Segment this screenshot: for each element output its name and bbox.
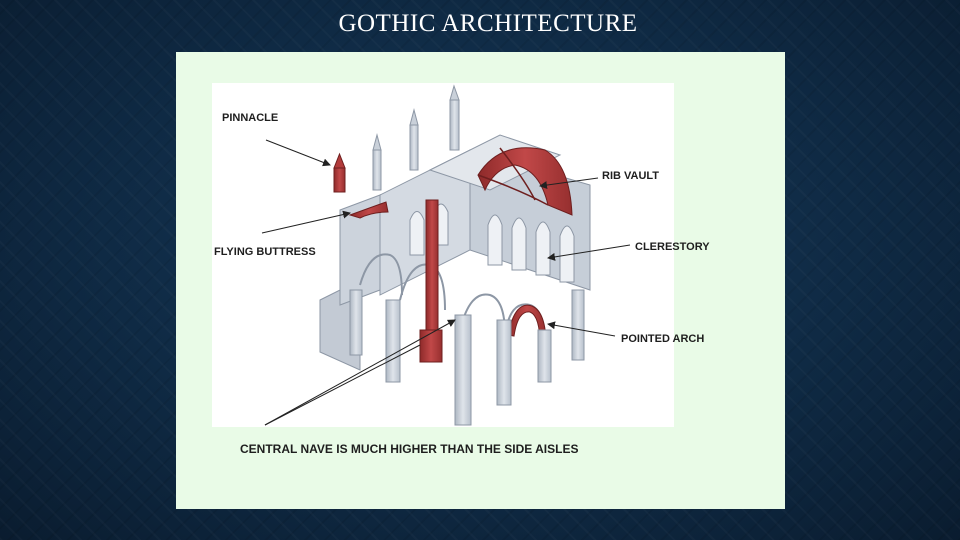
rib-vault (477, 147, 573, 216)
flying-buttress (348, 201, 389, 219)
nave-piers (349, 199, 585, 426)
label-pointed-arch: POINTED ARCH (621, 333, 705, 345)
label-clerestory: CLERESTORY (635, 241, 710, 253)
label-rib-vault: RIB VAULT (602, 170, 660, 182)
label-flying-buttress: FLYING BUTTRESS (214, 246, 316, 258)
nave-pier-highlight (419, 329, 443, 363)
slide-title: GOTHIC ARCHITECTURE (338, 10, 638, 37)
diagram-caption: CENTRAL NAVE IS MUCH HIGHER THAN THE SID… (240, 442, 579, 456)
label-pinnacle: PINNACLE (222, 112, 279, 124)
pinnacle-group (333, 84, 460, 193)
leader-lines (261, 139, 631, 426)
